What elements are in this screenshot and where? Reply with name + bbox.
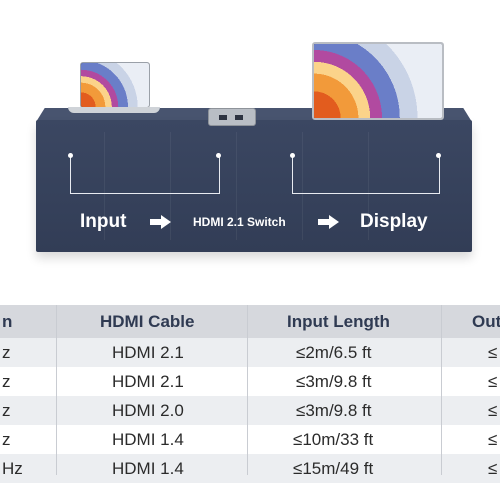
cell-output: ≤ <box>488 372 498 391</box>
cell-length: ≤3m/9.8 ft <box>296 401 372 420</box>
output-wire <box>292 156 440 194</box>
cell-output: ≤ <box>488 343 498 362</box>
cell-output: ≤ <box>488 401 498 420</box>
divider-line <box>104 132 105 240</box>
cell-resolution: Hz <box>2 459 23 478</box>
cell-resolution: z <box>2 430 11 449</box>
table-row: z HDMI 2.1 ≤3m/9.8 ft ≤ <box>0 367 500 396</box>
cell-cable: HDMI 2.1 <box>112 372 184 391</box>
divider-line <box>236 132 237 240</box>
column-divider <box>247 305 248 475</box>
hdmi-switch-image <box>208 108 256 126</box>
input-wire <box>70 156 220 194</box>
header-cable: HDMI Cable <box>100 312 195 331</box>
table-header: n HDMI Cable Input Length Out <box>0 305 500 338</box>
monitor-image <box>312 42 444 120</box>
cell-cable: HDMI 1.4 <box>112 459 184 478</box>
cell-output: ≤ <box>488 459 498 478</box>
column-divider <box>56 305 57 475</box>
table-row: z HDMI 1.4 ≤10m/33 ft ≤ <box>0 425 500 454</box>
table-row: z HDMI 2.0 ≤3m/9.8 ft ≤ <box>0 396 500 425</box>
switch-label: HDMI 2.1 Switch <box>193 215 286 229</box>
laptop-image <box>68 62 160 113</box>
cell-length: ≤15m/49 ft <box>293 459 374 478</box>
table-row: Hz HDMI 1.4 ≤15m/49 ft ≤ <box>0 454 500 483</box>
connection-diagram: Input HDMI 2.1 Switch Display <box>36 42 472 252</box>
cell-resolution: z <box>2 401 11 420</box>
cell-cable: HDMI 2.0 <box>112 401 184 420</box>
divider-line <box>170 132 171 240</box>
divider-line <box>368 132 369 240</box>
input-label: Input <box>80 211 127 232</box>
header-output: Out <box>472 312 500 331</box>
diagram-backdrop <box>36 120 472 252</box>
cell-resolution: z <box>2 372 11 391</box>
display-label: Display <box>360 211 428 232</box>
cell-resolution: z <box>2 343 11 362</box>
cell-cable: HDMI 2.1 <box>112 343 184 362</box>
header-input-length: Input Length <box>287 312 390 331</box>
header-resolution: n <box>2 312 13 331</box>
wire-endpoint <box>68 153 73 158</box>
cell-cable: HDMI 1.4 <box>112 430 184 449</box>
wire-endpoint <box>436 153 441 158</box>
cell-length: ≤3m/9.8 ft <box>296 372 372 391</box>
wire-endpoint <box>216 153 221 158</box>
arrow-right-icon <box>150 214 174 230</box>
cell-output: ≤ <box>488 430 498 449</box>
column-divider <box>441 305 442 475</box>
wire-endpoint <box>290 153 295 158</box>
divider-line <box>302 132 303 240</box>
cell-length: ≤2m/6.5 ft <box>296 343 372 362</box>
arrow-right-icon <box>318 214 342 230</box>
table-row: z HDMI 2.1 ≤2m/6.5 ft ≤ <box>0 338 500 367</box>
cell-length: ≤10m/33 ft <box>293 430 374 449</box>
